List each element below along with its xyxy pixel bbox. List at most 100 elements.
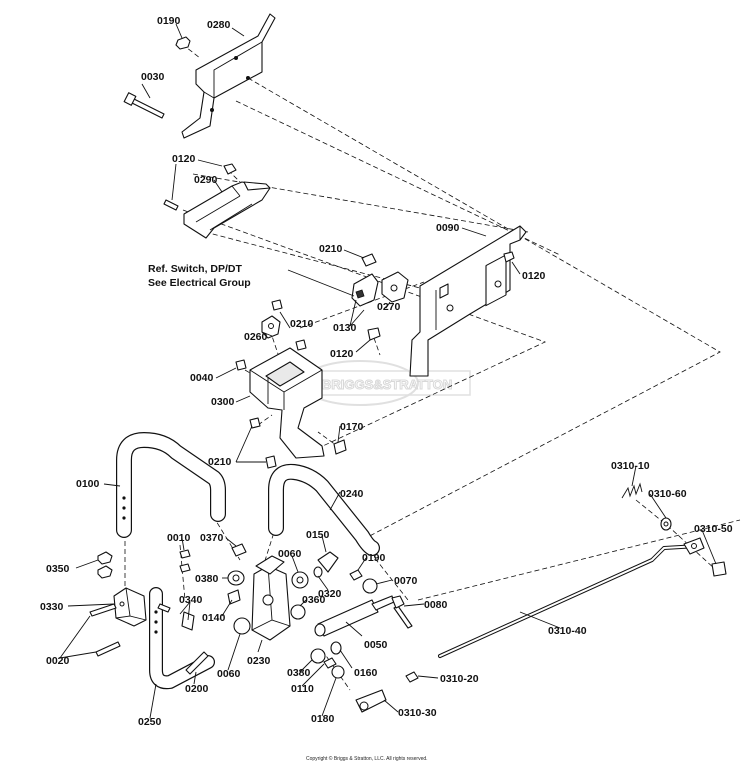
callout-0120c: 0120 (330, 348, 354, 360)
callout-0310-60: 0310-60 (648, 488, 687, 500)
callout-labels: 0190 0280 0030 0120 0290 0090 0210 0120 … (40, 15, 733, 728)
callout-0210c: 0210 (208, 456, 232, 468)
handle-0240 (268, 463, 380, 556)
bolt-0140 (227, 589, 241, 605)
callout-0140: 0140 (202, 612, 226, 624)
spacer-0160 (330, 641, 342, 655)
callout-0380a: 0380 (195, 573, 219, 585)
nut-0110 (323, 657, 337, 669)
nut-0180 (331, 665, 345, 679)
callout-0280: 0280 (207, 19, 231, 31)
rod-end-0310-40 (683, 537, 705, 555)
callout-0070: 0070 (394, 575, 418, 587)
bolt-0030 (123, 92, 165, 119)
bushing-0380b (310, 648, 326, 664)
callout-0320: 0320 (318, 588, 342, 600)
spacer-0060b (233, 617, 251, 635)
lever-0250 (149, 587, 215, 690)
callout-0340: 0340 (179, 594, 203, 606)
callout-0060b: 0060 (217, 668, 241, 680)
callout-0380b: 0380 (287, 667, 311, 679)
watermark-logo: BRIGGS&STRATTON (301, 360, 471, 406)
callout-0210a: 0210 (319, 243, 343, 255)
callout-0170: 0170 (340, 421, 364, 433)
spring-0310-10 (621, 482, 643, 499)
washer-0310-60 (660, 517, 672, 531)
callout-0120b: 0120 (522, 270, 546, 282)
bolt-0120a (163, 163, 237, 211)
callout-0190a: 0190 (157, 15, 181, 27)
watermark-text: BRIGGS&STRATTON (322, 377, 452, 392)
bracket-0300 (249, 347, 325, 459)
leader-lines (59, 23, 717, 719)
pin-0200 (185, 651, 209, 675)
bolt-0120b (503, 251, 515, 263)
part-0260 (261, 315, 281, 339)
callout-0110: 0110 (291, 683, 314, 695)
washer-0320 (313, 566, 323, 578)
screw-0210c (249, 417, 277, 469)
callout-0270: 0270 (377, 301, 401, 313)
knob-0310-50 (711, 561, 727, 577)
callout-0120a: 0120 (172, 153, 196, 165)
callout-0160: 0160 (354, 667, 378, 679)
callout-0250: 0250 (138, 716, 162, 728)
spacer-0060a (291, 571, 309, 589)
switch-0270 (381, 271, 409, 303)
nut-0310-20 (405, 671, 419, 683)
plate-0090 (409, 225, 527, 377)
callout-0020: 0020 (46, 655, 70, 667)
callout-0180: 0180 (311, 713, 335, 725)
screw-0210b (271, 299, 307, 351)
callout-0150: 0150 (306, 529, 330, 541)
callout-0010: 0010 (167, 532, 191, 544)
callout-0030: 0030 (141, 71, 165, 83)
bracket-0330 (113, 587, 147, 627)
bracket-0280 (181, 13, 276, 139)
bracket-0230 (251, 555, 291, 641)
callout-0040: 0040 (190, 372, 214, 384)
nut-0190 (175, 36, 191, 50)
rod-end-0310-30 (355, 689, 387, 713)
callout-0080: 0080 (424, 599, 448, 611)
bolt-0120c (367, 327, 381, 341)
nut-0190b (349, 569, 363, 581)
bracket-0290 (183, 181, 271, 239)
nuts-0010 (179, 549, 191, 573)
copyright-text: Copyright © Briggs & Stratton, LLC. All … (306, 755, 428, 762)
switch-group-0130 (351, 253, 379, 307)
callout-0060a: 0060 (278, 548, 302, 560)
bolts-0020 (89, 603, 121, 657)
callout-0310-50: 0310-50 (694, 523, 733, 535)
spacer-0070 (362, 578, 378, 594)
callout-0310-20: 0310-20 (440, 673, 479, 685)
callout-0090: 0090 (436, 222, 460, 234)
callout-0310-40: 0310-40 (548, 625, 587, 637)
callout-0260: 0260 (244, 331, 268, 343)
spacer-0360 (290, 604, 306, 620)
callout-0300: 0300 (211, 396, 235, 408)
callout-0330: 0330 (40, 601, 64, 613)
screw-0040 (235, 359, 247, 371)
callout-0130: 0130 (333, 322, 357, 334)
callout-0310-30: 0310-30 (398, 707, 437, 719)
callout-0190b: 0190 (362, 552, 386, 564)
callout-0200: 0200 (185, 683, 209, 695)
handle-0100 (116, 432, 226, 538)
callout-0050: 0050 (364, 639, 388, 651)
callout-0370: 0370 (200, 532, 224, 544)
bolt-0080 (391, 595, 413, 629)
callout-0230: 0230 (247, 655, 271, 667)
callout-0310-10: 0310-10 (611, 460, 650, 472)
rod-0310-40 (438, 544, 700, 658)
bolt-0170 (333, 439, 347, 455)
reference-note: Ref. Switch, DP/DT See Electrical Group (148, 263, 251, 289)
nuts-0350 (97, 551, 113, 579)
bolts-0340 (157, 603, 195, 631)
callout-0290: 0290 (194, 174, 218, 186)
callout-0240: 0240 (340, 488, 364, 500)
clip-0150 (317, 551, 339, 573)
note-line-1: Ref. Switch, DP/DT (148, 263, 243, 275)
